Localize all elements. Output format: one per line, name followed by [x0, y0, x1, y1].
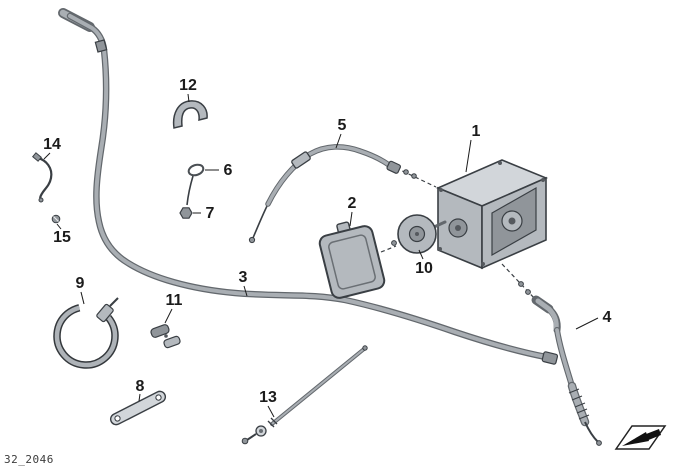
part-12-retaining-clip	[172, 100, 208, 129]
part-5-adjuster-cable	[248, 144, 402, 244]
callout-15[interactable]: 15	[53, 229, 71, 246]
callout-13[interactable]: 13	[259, 389, 277, 406]
callout-15-leader	[56, 223, 62, 230]
callout-12[interactable]: 12	[179, 77, 197, 94]
part-4-elbow-cable	[531, 295, 602, 446]
part-8-strap-bracket	[109, 390, 167, 426]
callout-8-leader	[138, 393, 141, 402]
callout-12-leader	[187, 93, 190, 103]
callout-4-leader	[575, 317, 599, 330]
callout-3-leader	[243, 285, 248, 297]
part-3-main-cable	[58, 8, 559, 365]
callout-1-leader	[465, 139, 472, 173]
part-15-screw	[51, 214, 61, 224]
callout-9-leader	[80, 291, 85, 305]
callout-leaders	[43, 93, 599, 418]
callout-7[interactable]: 7	[206, 205, 215, 222]
callout-3[interactable]: 3	[239, 269, 248, 286]
part-2-cover-plate	[318, 221, 386, 299]
part-7-nut	[179, 207, 193, 219]
callout-10[interactable]: 10	[415, 260, 433, 277]
callout-14-leader	[43, 152, 51, 160]
part-11-clamp-clips	[150, 324, 181, 349]
part-10-cam-drum	[397, 214, 447, 254]
assembly-dashed-lines	[380, 167, 537, 301]
callout-6[interactable]: 6	[224, 162, 233, 179]
part-14-wire-bracket	[32, 152, 53, 203]
travel-direction-arrow-icon	[614, 425, 667, 450]
callout-4[interactable]: 4	[603, 309, 612, 326]
callout-13-leader	[267, 405, 275, 418]
callout-11-leader	[164, 308, 173, 324]
part-13-rod-fitting	[241, 345, 368, 445]
callout-8[interactable]: 8	[136, 378, 145, 395]
callout-10-leader	[418, 249, 424, 260]
callout-2-leader	[349, 211, 353, 227]
part-6-o-ring	[186, 163, 205, 206]
part-1-housing-box	[435, 159, 549, 270]
callout-labels: 1 2 3 4 5 6 7 8 9 10 11 12 13 14 15	[43, 77, 611, 406]
callout-2[interactable]: 2	[348, 195, 357, 212]
diagram-code: 32_2046	[4, 453, 54, 466]
callout-5[interactable]: 5	[338, 117, 347, 134]
part-9-hose-clamp	[53, 297, 119, 369]
callout-1[interactable]: 1	[472, 123, 481, 140]
callout-9[interactable]: 9	[76, 275, 85, 292]
callout-11[interactable]: 11	[166, 292, 183, 309]
callout-5-leader	[335, 133, 342, 149]
callout-14[interactable]: 14	[43, 136, 61, 153]
